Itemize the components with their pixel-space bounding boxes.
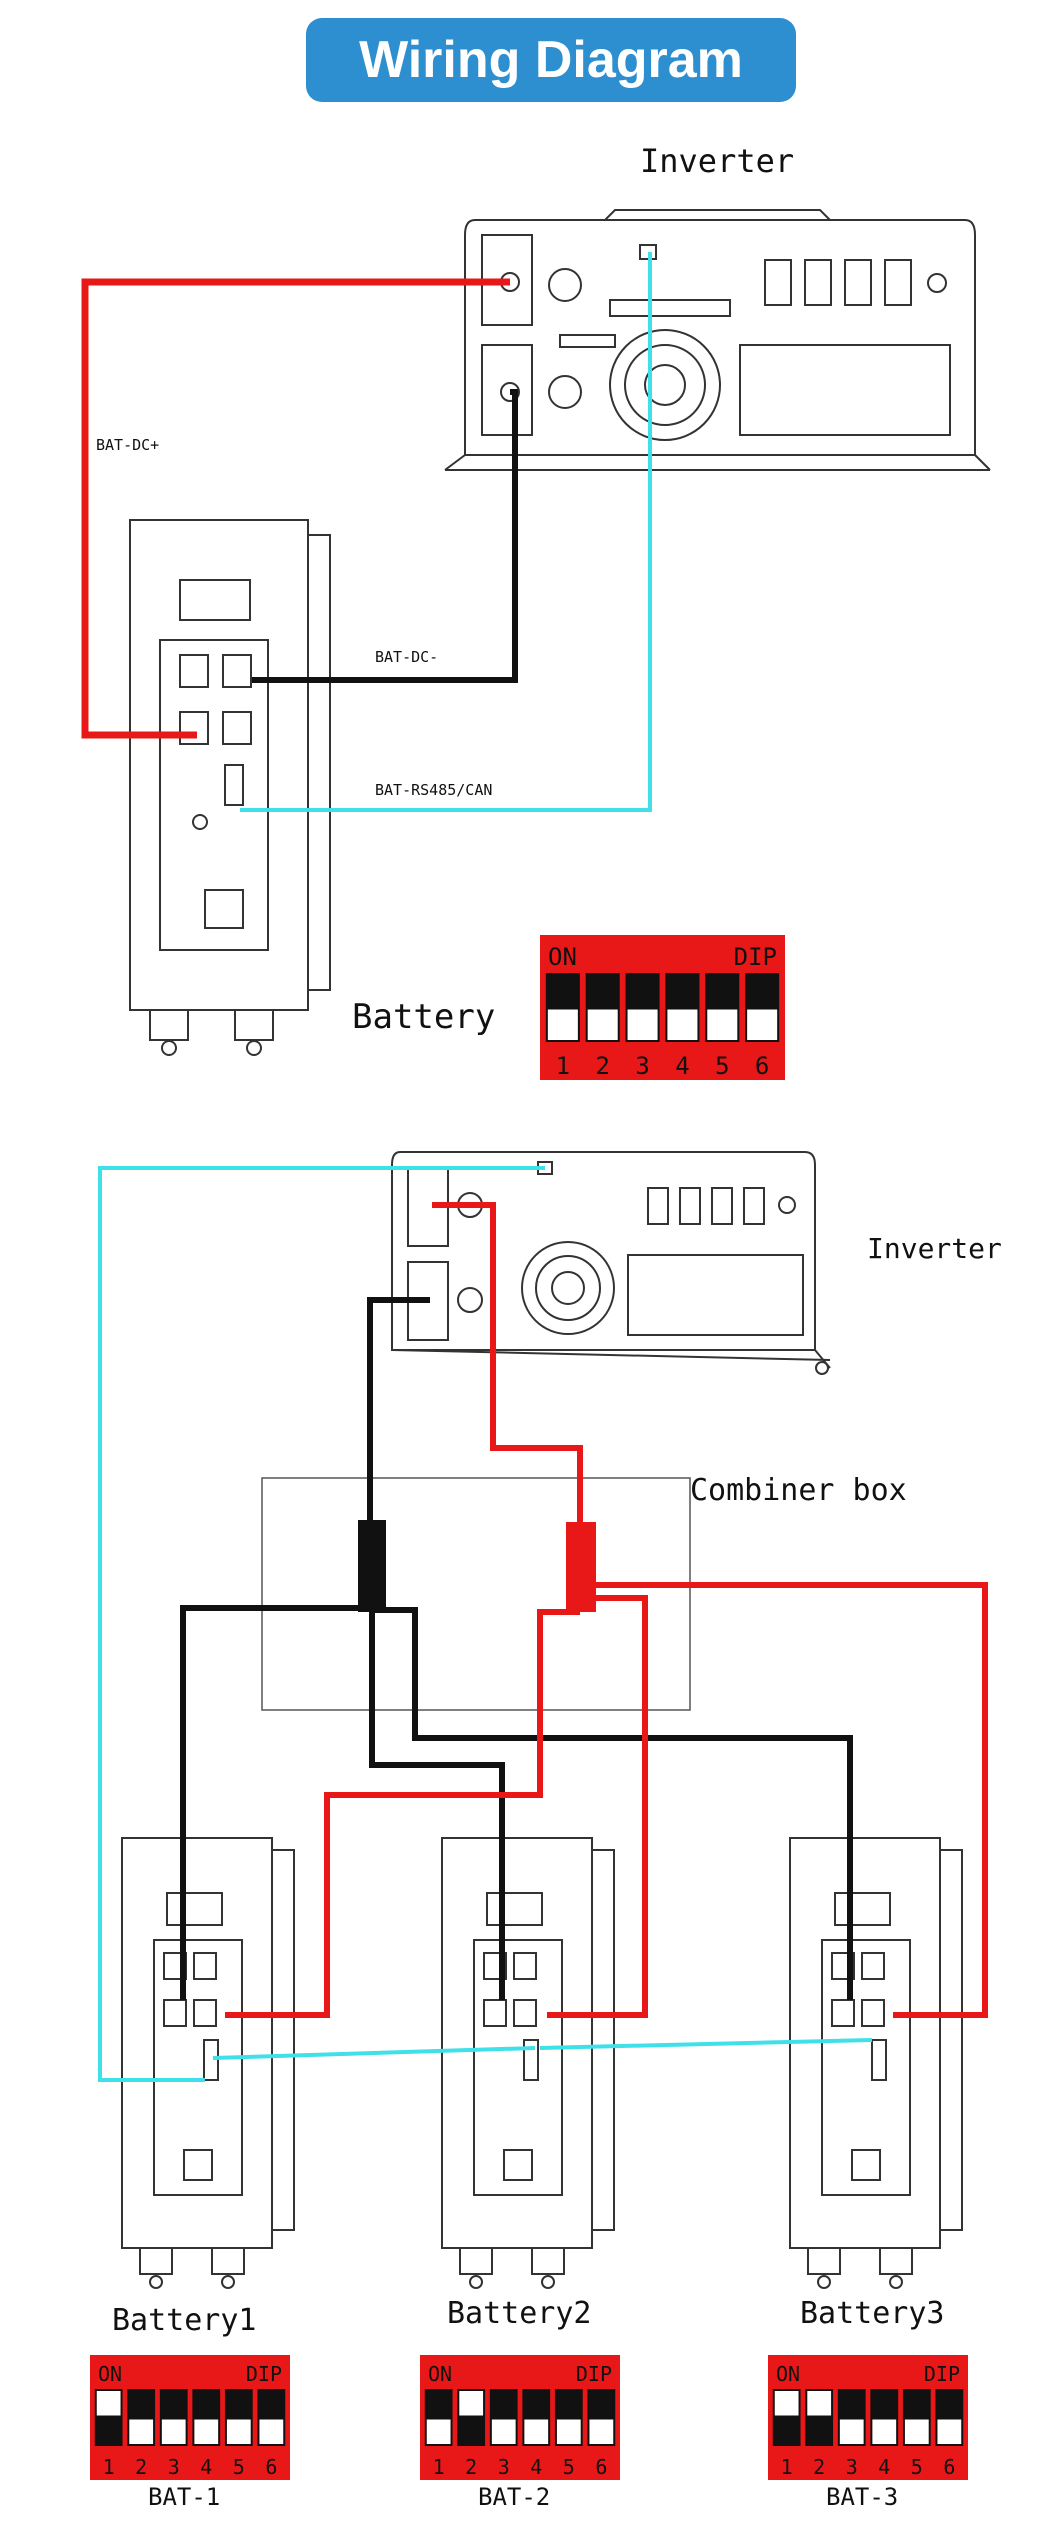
negative-busbar [358,1520,386,1612]
dip-switch-knob [524,2419,549,2444]
dip-switch-knob [707,1009,738,1040]
wire-negative-bottom [180,1297,853,2000]
dip-switch-knob [937,2419,962,2444]
dip-number: 3 [846,2455,858,2479]
dip-switch-knob [904,2419,929,2444]
dip-number: 6 [595,2455,607,2479]
dip-number: 3 [635,1052,649,1080]
dip-label: DIP [734,943,777,971]
wire-comm-top [240,252,652,812]
battery-cabinet-1 [121,1837,295,2289]
battery1-label: Battery1 [112,2303,257,2338]
bat-1-caption: BAT-1 [148,2483,220,2511]
battery-cabinet-top [129,519,331,1056]
battery-cabinet-3 [789,1837,963,2289]
dip-switch-knob [96,2391,121,2416]
inverter-top [444,209,991,471]
wire-negative-top [252,389,518,683]
dip-switch-knob [491,2419,516,2444]
label-bat-dc-pos: BAT-DC+ [96,436,159,454]
dip-switch-knob [556,2419,581,2444]
dip-number: 2 [135,2455,147,2479]
dip-number: 2 [465,2455,477,2479]
dip-switch-knob [589,2419,614,2444]
dip-number: 5 [911,2455,923,2479]
dip-number: 6 [943,2455,955,2479]
dip-switch-knob [747,1009,778,1040]
dip-number: 5 [233,2455,245,2479]
dip-number: 1 [556,1052,570,1080]
dip-number: 4 [878,2455,890,2479]
dip-number: 6 [755,1052,769,1080]
dip-switch-knob [161,2419,186,2444]
dip-number: 4 [675,1052,689,1080]
dip-number: 4 [530,2455,542,2479]
battery3-label: Battery3 [800,2296,945,2331]
dip-body [540,935,785,1080]
battery2-label: Battery2 [447,2296,592,2331]
dip-number: 2 [813,2455,825,2479]
positive-busbar [566,1522,596,1612]
dip-switch-knob [426,2419,451,2444]
dip-label: DIP [924,2362,960,2386]
dip-switch-knob [547,1009,578,1040]
combiner-label: Combiner box [690,1473,907,1508]
dip-number: 4 [200,2455,212,2479]
dip-switch-knob [774,2391,799,2416]
dip-switch-knob [129,2419,154,2444]
dip-switch-knob [226,2419,251,2444]
dip-number: 3 [168,2455,180,2479]
dip-number: 5 [715,1052,729,1080]
dip-label: DIP [246,2362,282,2386]
dip-number: 2 [595,1052,609,1080]
wire-positive-bottom [225,1202,988,2018]
bat-3-caption: BAT-3 [826,2483,898,2511]
dip-number: 5 [563,2455,575,2479]
inverter-bottom [391,1151,831,1375]
dip-body [768,2355,968,2480]
dip-number: 3 [498,2455,510,2479]
bat-2-caption: BAT-2 [478,2483,550,2511]
inverter-label-top: Inverter [640,142,794,180]
dip-on-label: ON [776,2362,800,2386]
dip-number: 1 [103,2455,115,2479]
inverter-label-bottom: Inverter [867,1232,1002,1265]
wire-positive-top [81,278,510,739]
label-bat-dc-neg: BAT-DC- [375,648,438,666]
page-title: Wiring Diagram [306,18,796,102]
label-bat-rs485: BAT-RS485/CAN [375,781,492,799]
dip-switch-knob [667,1009,698,1040]
battery-cabinet-2 [441,1837,615,2289]
dip-number: 1 [781,2455,793,2479]
combiner-box [261,1477,691,1711]
wire-comm-bottom [98,1166,873,2082]
dip-switch-knob [872,2419,897,2444]
dip-switch-knob [259,2419,284,2444]
dip-body [420,2355,620,2480]
dip-on-label: ON [548,943,577,971]
dip-switch-knob [627,1009,658,1040]
dip-on-label: ON [98,2362,122,2386]
dip-switch-knob [459,2391,484,2416]
dip-on-label: ON [428,2362,452,2386]
dip-body [90,2355,290,2480]
dip-switch-knob [587,1009,618,1040]
dip-switch-knob [194,2419,219,2444]
battery-label-top: Battery [352,997,495,1037]
dip-switch-knob [807,2391,832,2416]
dip-label: DIP [576,2362,612,2386]
dip-number: 6 [265,2455,277,2479]
dip-switch-knob [839,2419,864,2444]
dip-number: 1 [433,2455,445,2479]
